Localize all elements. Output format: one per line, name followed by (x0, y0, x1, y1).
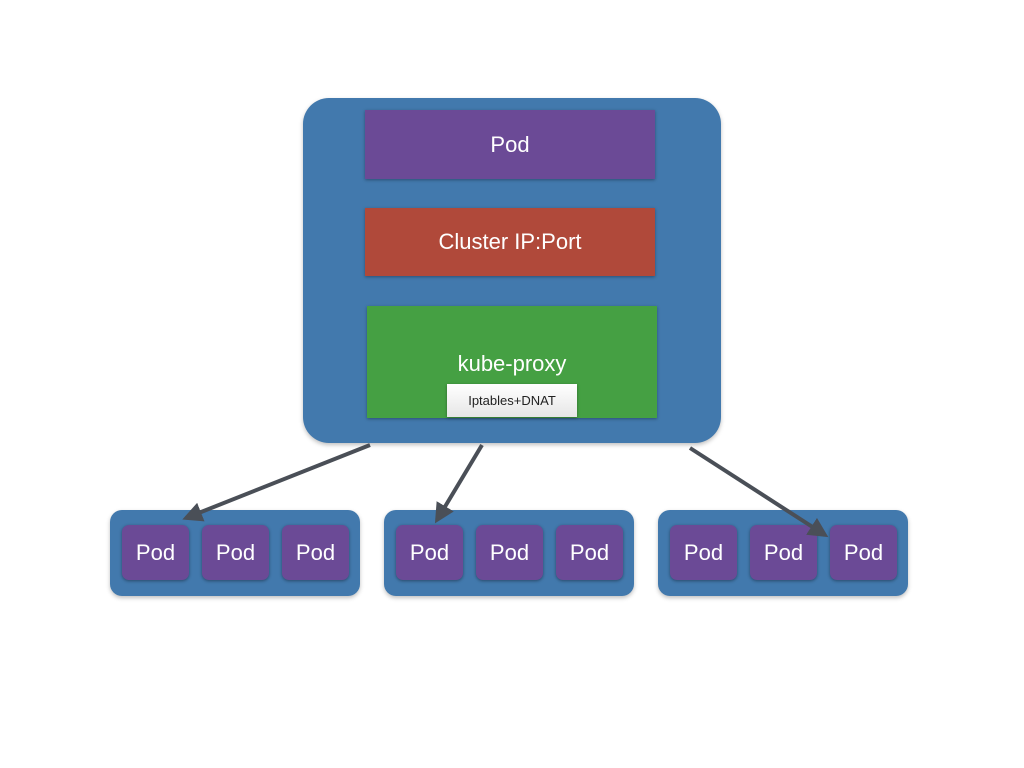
group-3-pod-3: Pod (830, 525, 897, 580)
arrow-to-group-2 (434, 443, 484, 524)
pod-group-2: Pod Pod Pod (384, 510, 634, 596)
pod-group-3: Pod Pod Pod (658, 510, 908, 596)
group-1-pod-1: Pod (122, 525, 189, 580)
source-pod-label: Pod (490, 131, 530, 157)
pod-label: Pod (763, 539, 804, 565)
kube-proxy-label: kube-proxy (457, 351, 567, 376)
pod-label: Pod (215, 539, 256, 565)
group-2-pod-1: Pod (396, 525, 463, 580)
pod-label: Pod (843, 539, 884, 565)
source-pod: Pod (365, 110, 655, 179)
group-2-pod-3: Pod (556, 525, 623, 580)
cluster-ip-port-label: Cluster IP:Port (438, 229, 582, 254)
group-1-pod-2: Pod (202, 525, 269, 580)
pod-label: Pod (409, 539, 450, 565)
iptables-dnat-box: Iptables+DNAT (447, 384, 577, 417)
pod-group-1: Pod Pod Pod (110, 510, 360, 596)
group-2-pod-2: Pod (476, 525, 543, 580)
pod-label: Pod (135, 539, 176, 565)
node-container: Pod Cluster IP:Port kube-proxy Iptables+… (303, 98, 721, 443)
pod-label: Pod (295, 539, 336, 565)
group-3-pod-2: Pod (750, 525, 817, 580)
arrow-to-group-1 (182, 443, 371, 522)
iptables-dnat-label: Iptables+DNAT (468, 393, 556, 408)
pod-label: Pod (683, 539, 724, 565)
pod-label: Pod (569, 539, 610, 565)
kube-proxy: kube-proxy Iptables+DNAT (367, 306, 657, 418)
pod-label: Pod (489, 539, 530, 565)
group-1-pod-3: Pod (282, 525, 349, 580)
group-3-pod-1: Pod (670, 525, 737, 580)
cluster-ip-port: Cluster IP:Port (365, 208, 655, 276)
